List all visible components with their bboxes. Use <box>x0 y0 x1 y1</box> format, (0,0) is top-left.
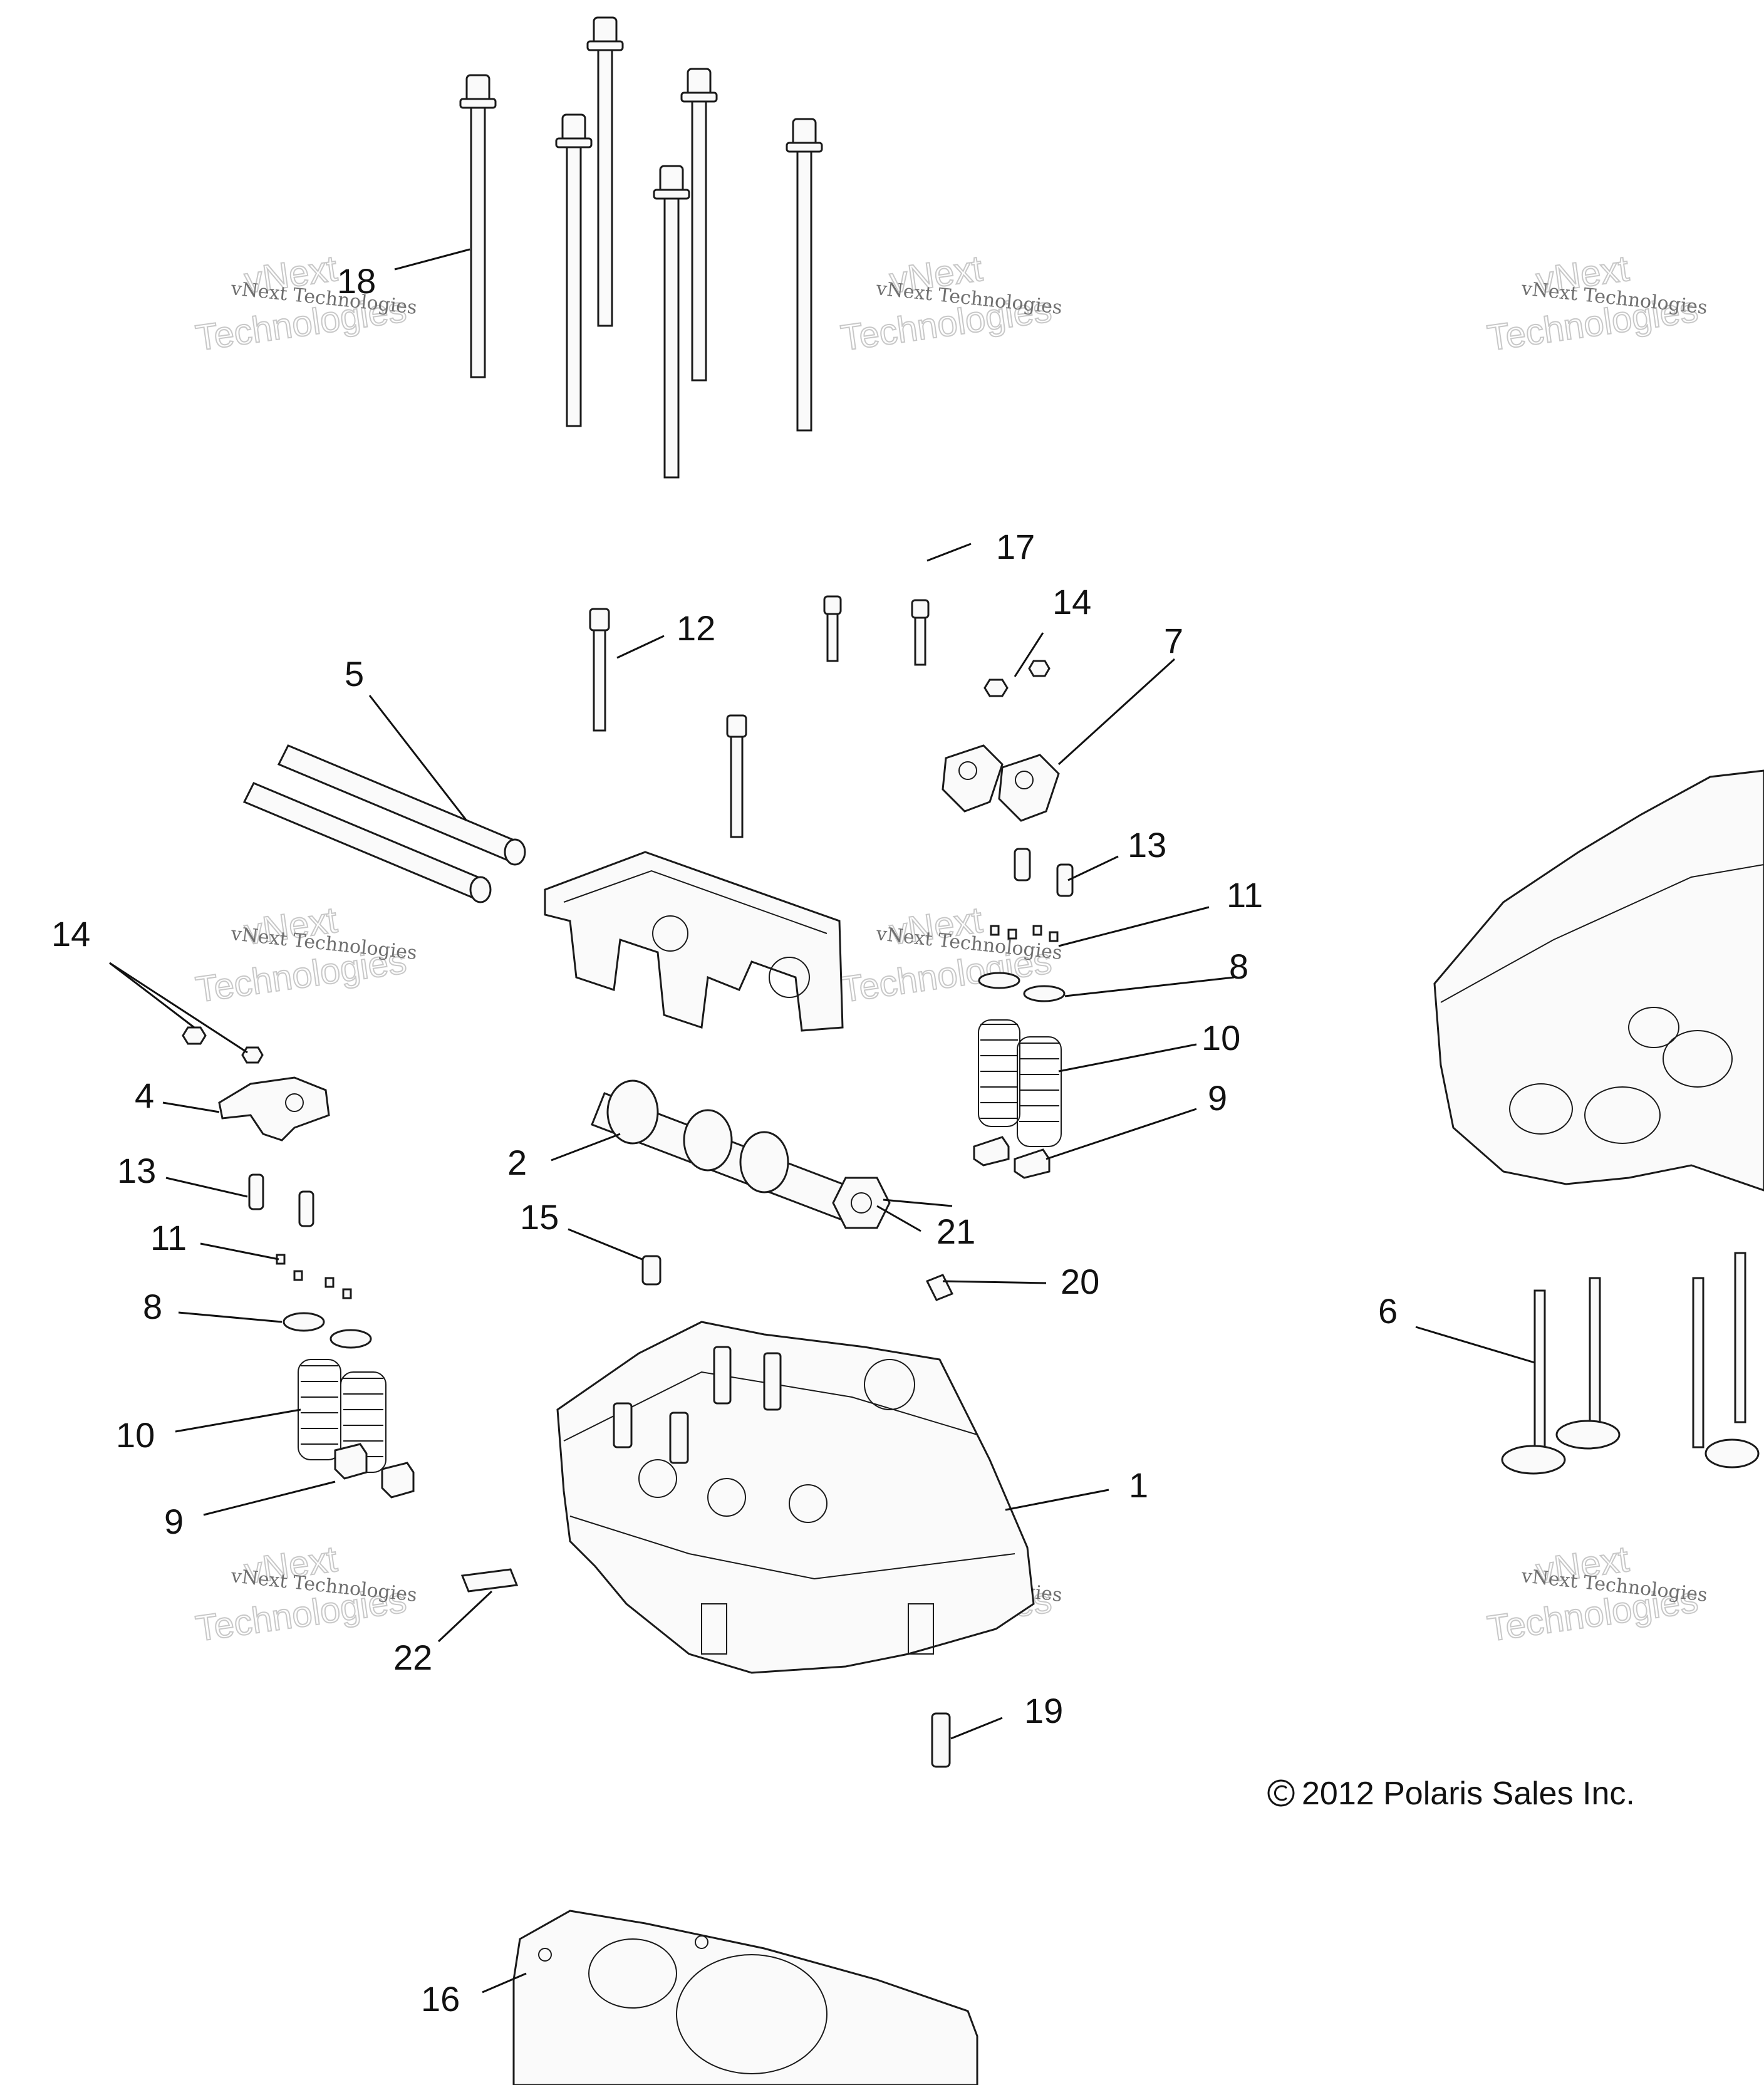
callout-2: 2 <box>507 1143 527 1182</box>
callout-10: 10 <box>116 1415 155 1455</box>
callout-8: 8 <box>143 1287 162 1326</box>
head-bolt <box>586 16 624 327</box>
copyright-notice: 2012 Polaris Sales Inc. <box>1267 1776 1635 1812</box>
callout-10: 10 <box>1201 1018 1240 1058</box>
copyright-icon-c <box>1274 1785 1288 1801</box>
callout-9: 9 <box>1208 1078 1227 1118</box>
callout-20: 20 <box>1061 1262 1099 1301</box>
callout-14: 14 <box>51 914 90 954</box>
callout-9: 9 <box>164 1502 184 1541</box>
valve-train-right <box>973 925 1066 1179</box>
callout-13: 13 <box>1128 825 1166 865</box>
callout-5: 5 <box>345 654 364 694</box>
rocker-arms-right <box>942 660 1060 822</box>
cam-cap-bolt <box>911 599 930 666</box>
copyright-text: 2012 Polaris Sales Inc. <box>1302 1776 1635 1812</box>
callout-11: 11 <box>150 1218 187 1257</box>
valve-train-left <box>276 1254 415 1499</box>
valves <box>1501 1252 1760 1475</box>
assembled-head <box>1433 769 1764 1192</box>
lash-adjusters <box>248 848 1074 1227</box>
leader-lines <box>109 248 1535 1994</box>
head-bolt <box>653 165 690 479</box>
callout-7: 7 <box>1164 621 1183 660</box>
callout-8: 8 <box>1229 947 1248 986</box>
head-bolt <box>555 113 593 427</box>
callout-14: 14 <box>1052 582 1091 621</box>
head-bolt <box>680 68 718 382</box>
callout-22: 22 <box>393 1638 432 1677</box>
callout-16: 16 <box>421 1979 460 2019</box>
callout-1: 1 <box>1129 1465 1148 1505</box>
callout-17: 17 <box>996 527 1035 566</box>
callout-12: 12 <box>677 608 715 648</box>
camshaft <box>591 1079 891 1229</box>
callout-labels: 18 17 14 12 7 5 13 11 8 10 9 14 4 13 2 2… <box>51 261 1398 2019</box>
callout-19: 19 <box>1024 1691 1063 1730</box>
callout-18: 18 <box>337 261 376 301</box>
callout-6: 6 <box>1378 1291 1398 1331</box>
cam-carrier <box>544 851 844 1032</box>
callout-4: 4 <box>135 1076 154 1115</box>
cylinder-head <box>556 1321 1035 1674</box>
cam-cap-bolts <box>589 595 930 838</box>
cam-cap-bolt <box>589 608 610 732</box>
head-bolt <box>786 118 823 432</box>
head-bolt <box>459 74 497 378</box>
rocker-arm-left <box>182 1026 330 1141</box>
cam-cap-bolt <box>726 714 747 838</box>
rocker-shafts <box>242 744 526 903</box>
callout-21: 21 <box>936 1212 975 1251</box>
cam-cap-bolt <box>823 595 842 662</box>
callout-13: 13 <box>117 1151 156 1190</box>
head-gasket <box>512 1910 978 2085</box>
head-bolts <box>459 16 823 479</box>
callout-15: 15 <box>520 1197 559 1237</box>
copyright-icon <box>1267 1779 1295 1807</box>
callout-11: 11 <box>1227 875 1263 915</box>
